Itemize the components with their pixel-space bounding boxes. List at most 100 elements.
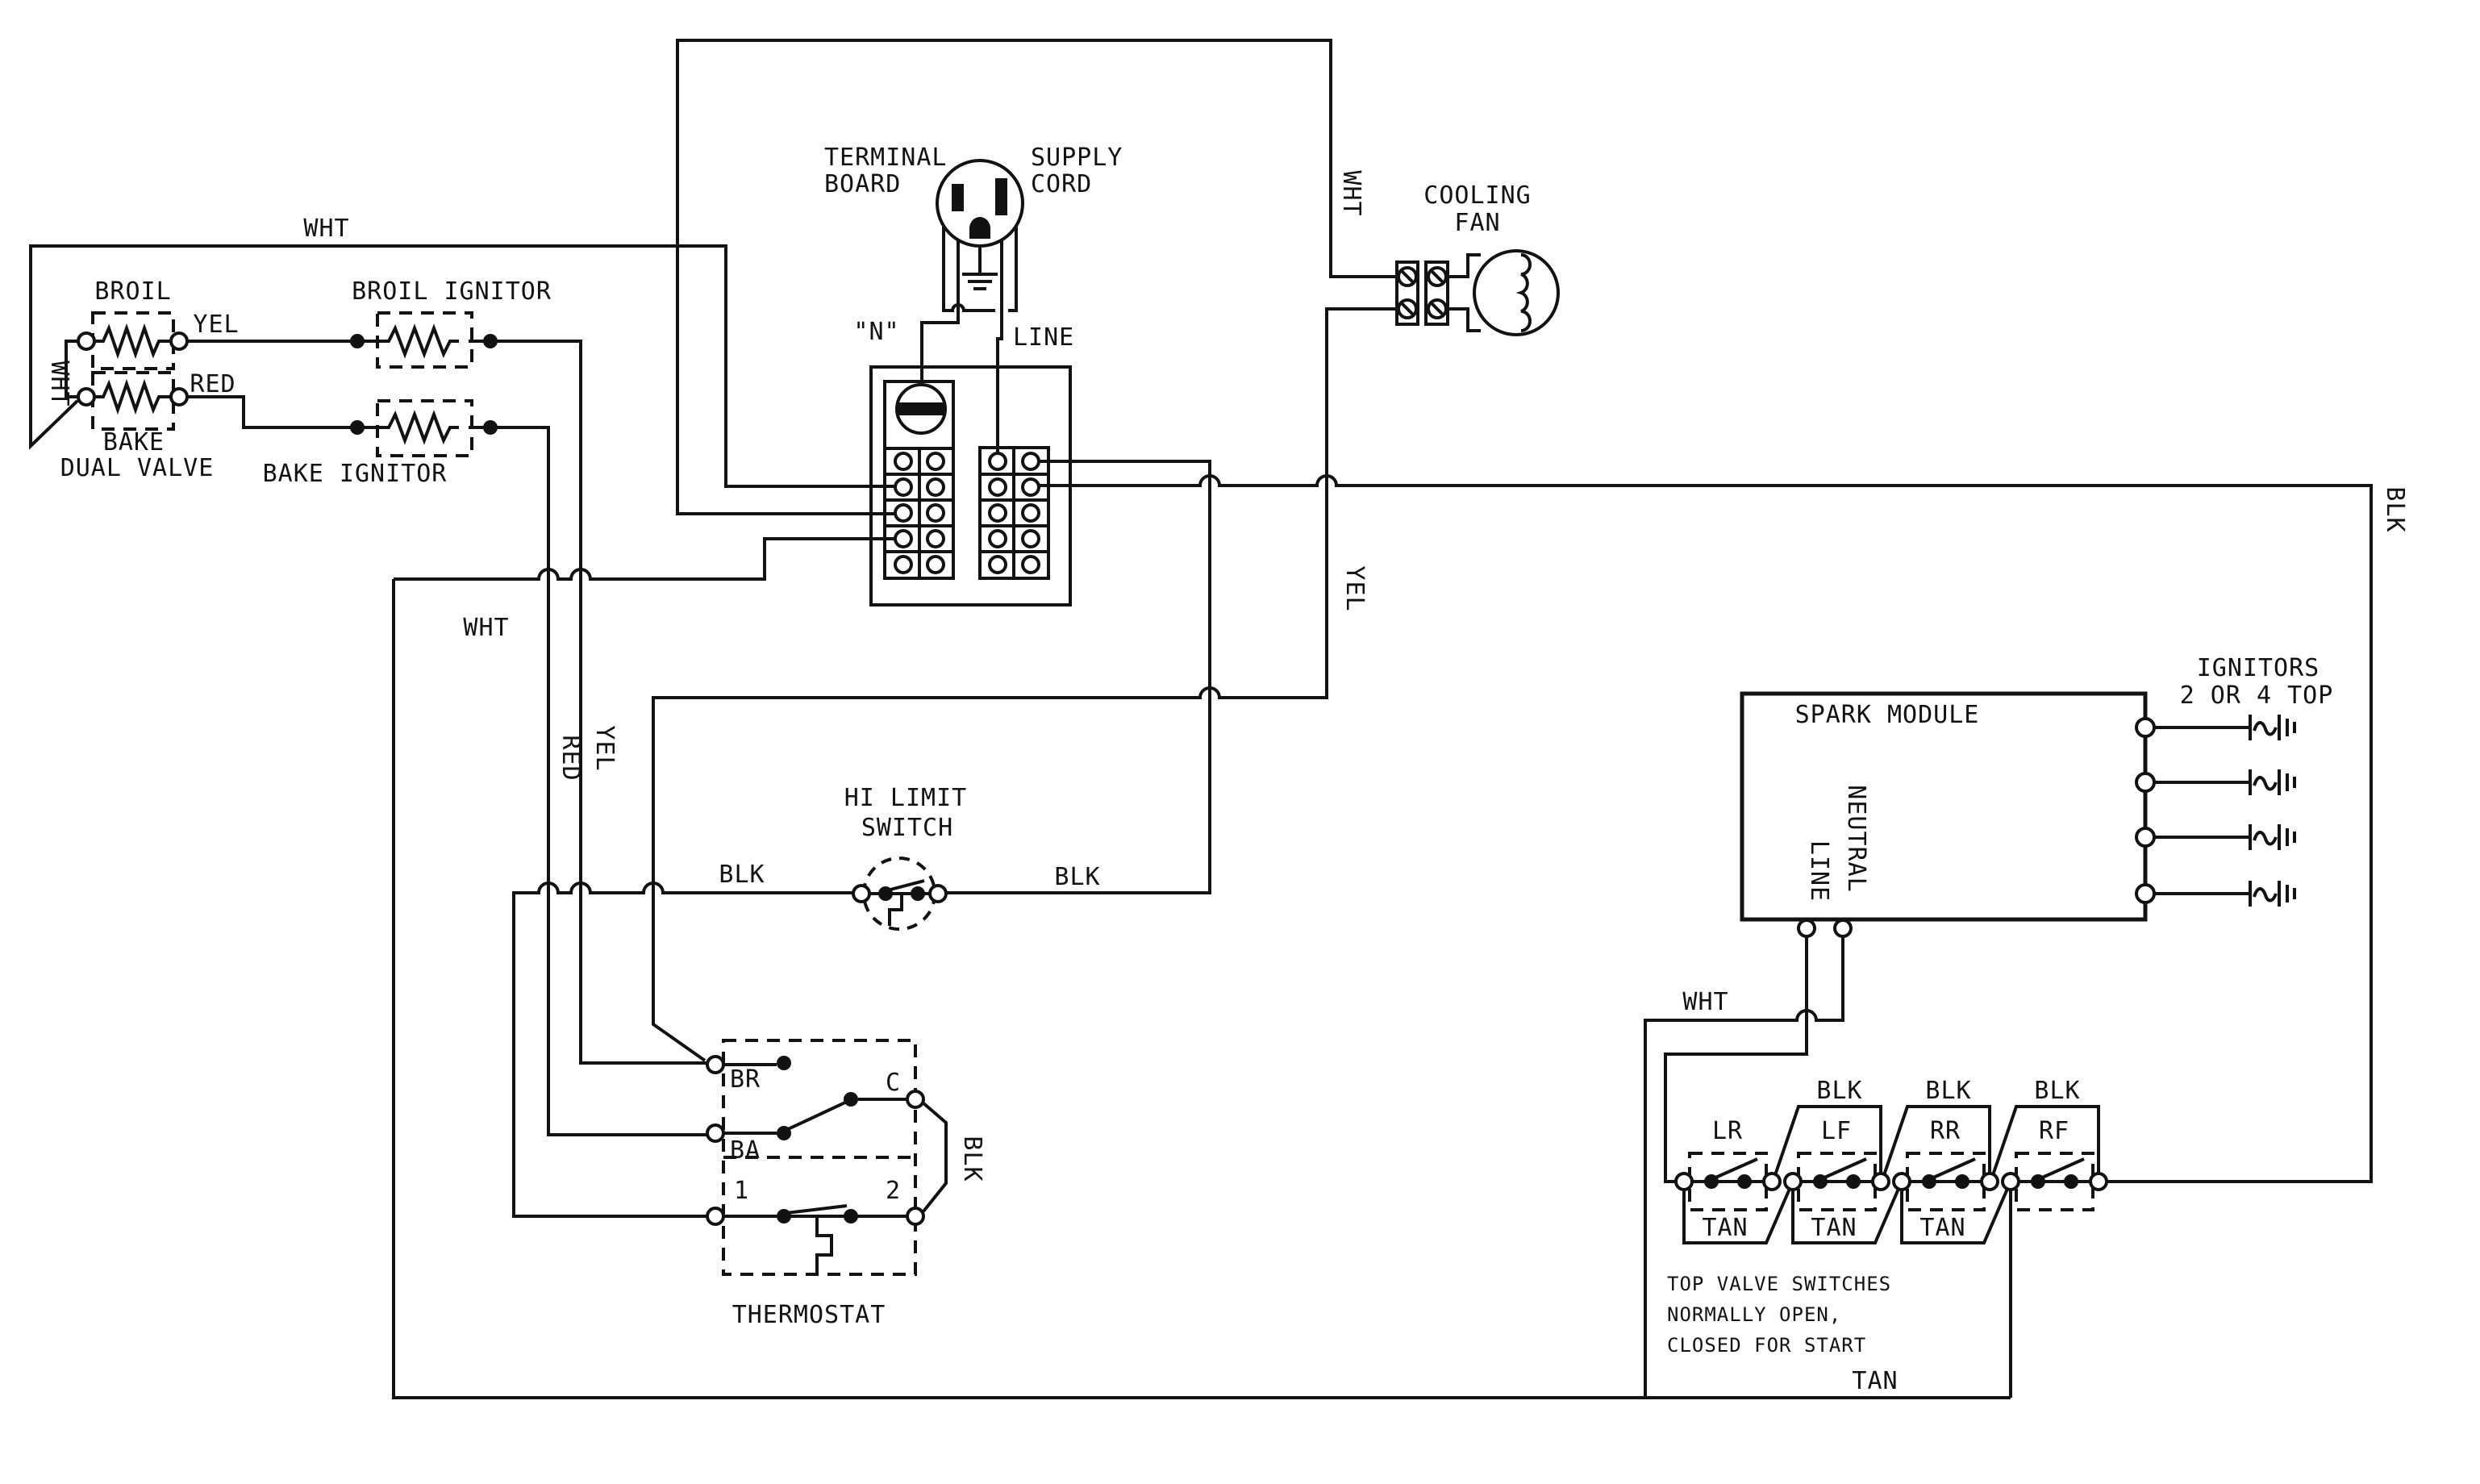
- label-blk-bridge-2: BLK: [1925, 1077, 1971, 1105]
- wire-valve-left-link: [65, 340, 78, 398]
- label-yel-right: YEL: [1340, 565, 1369, 611]
- label-note-2: NORMALLY OPEN,: [1667, 1303, 1841, 1326]
- wire-wht-top: [29, 244, 895, 488]
- hi-limit-switch: [852, 857, 948, 931]
- blk-bridge-rr: [1882, 1105, 1991, 1176]
- label-board: BOARD: [824, 170, 901, 198]
- spark-ignitor-outputs: [2135, 717, 2250, 904]
- label-yel-wire: YEL: [590, 725, 619, 771]
- broil-ignitor-resistor: [381, 323, 459, 359]
- label-tan-bridge-3: TAN: [1919, 1214, 1965, 1242]
- thermostat-c2-link: [921, 1101, 948, 1213]
- wire-wht-bottom-bus: [392, 579, 2011, 1399]
- tan-bridge-rr: [1900, 1188, 2009, 1244]
- terminal-board-outline: [869, 365, 1072, 607]
- fan-winding: [1515, 253, 1532, 332]
- wires: [29, 39, 2373, 1399]
- label-blk-riser: BLK: [2381, 486, 2409, 532]
- tan-bridge-lf: [1791, 1188, 1900, 1244]
- wire-wht-row4: [394, 537, 895, 581]
- label-wht-top: WHT: [303, 215, 349, 243]
- junction-dot: [911, 886, 925, 901]
- broil-resistor: [95, 323, 171, 360]
- label-t2: 2: [886, 1177, 901, 1205]
- terminal-board: [869, 159, 1072, 607]
- label-br: BR: [730, 1065, 761, 1094]
- cooling-fan: [1395, 249, 1560, 336]
- thermostat-box: [722, 1039, 917, 1276]
- wire-yel-fan: [652, 307, 1397, 1062]
- terminal-2: [906, 1207, 925, 1226]
- spark-module-box: [1740, 691, 2148, 922]
- terminal-br: [706, 1055, 725, 1074]
- label-dual-valve: DUAL VALVE: [60, 454, 215, 482]
- terminal: [77, 387, 96, 406]
- terminal: [77, 331, 96, 351]
- label-wht-mid: WHT: [463, 614, 509, 642]
- bake-resistor: [95, 378, 171, 415]
- label-line-sm: LINE: [1805, 840, 1833, 902]
- label-cooling: COOLING: [1423, 181, 1531, 210]
- spark-module: [1740, 691, 2296, 938]
- ignitor-symbol: [2249, 769, 2296, 795]
- label-tan-bottom: TAN: [1852, 1367, 1898, 1395]
- wire-top-loop: [676, 39, 1397, 515]
- label-bake: BAKE: [103, 428, 165, 456]
- label-supply: SUPPLY: [1031, 144, 1123, 172]
- label-hi-limit: HI LIMIT: [844, 784, 968, 812]
- terminal: [169, 331, 189, 351]
- ignitor-symbol: [2249, 881, 2296, 907]
- label-bake-ignitor: BAKE IGNITOR: [263, 460, 448, 488]
- wire-broil-ignitor-out: [469, 340, 707, 1065]
- spark-neutral-terminal: [1833, 919, 1853, 938]
- plug-ground-pin: [969, 217, 990, 239]
- fan-connector-1: [1395, 261, 1419, 326]
- terminal-c: [906, 1090, 925, 1109]
- wire-spark-line: [1664, 936, 1808, 1183]
- label-cord: CORD: [1031, 170, 1092, 198]
- label-blk-bridge-1: BLK: [1816, 1077, 1862, 1105]
- thermostat-actuator: [815, 1216, 833, 1273]
- wire-fan-motor: [1448, 253, 1481, 332]
- label-neutral: NEUTRAL: [1842, 785, 1870, 892]
- spark-line-terminal: [1797, 919, 1816, 938]
- bake-ignitor-box: [376, 399, 473, 457]
- wire-line: [996, 215, 1003, 453]
- label-lf: LF: [1821, 1117, 1852, 1145]
- label-red-wire: RED: [556, 735, 585, 781]
- terminal-1: [706, 1207, 725, 1226]
- wire-blk-right-riser: [1039, 474, 2373, 1183]
- junction-dot: [350, 420, 365, 435]
- label-wht-neutral: WHT: [1682, 988, 1728, 1016]
- label-ignitors-1: IGNITORS: [2197, 654, 2320, 682]
- label-note-3: CLOSED FOR START: [1667, 1334, 1866, 1357]
- plug-line-prong: [995, 178, 1007, 215]
- plug-neutral-prong: [952, 184, 964, 211]
- right-strip-grid: [980, 448, 1048, 578]
- bake-ignitor-resistor: [381, 410, 459, 445]
- label-note-1: TOP VALVE SWITCHES: [1667, 1273, 1891, 1295]
- left-strip-grid: [885, 447, 953, 578]
- label-tan-bridge-1: TAN: [1702, 1214, 1748, 1242]
- label-blk-hl-left: BLK: [719, 861, 765, 889]
- screw-slots: [1400, 269, 1444, 316]
- label-rr: RR: [1930, 1117, 1961, 1145]
- wire-red-bake: [188, 395, 381, 429]
- terminal-ba: [706, 1123, 725, 1143]
- junction-dot: [878, 886, 893, 901]
- label-wht-right: WHT: [1337, 170, 1365, 216]
- label-fan: FAN: [1454, 209, 1500, 237]
- blk-bridge-lf: [1774, 1105, 1882, 1176]
- label-red: RED: [190, 370, 235, 398]
- wire-spark-neutral-wht: [1644, 936, 1844, 1398]
- labels: WHT BROIL BROIL IGNITOR WHT YEL RED BAKE…: [45, 144, 2409, 1395]
- blk-bridge-rf: [1991, 1105, 2100, 1176]
- junction-dot: [483, 334, 498, 348]
- label-terminal: TERMINAL: [824, 144, 948, 172]
- broil-ignitor-box: [376, 311, 473, 369]
- terminal: [169, 387, 189, 406]
- wire-bake-ignitor-out: [469, 426, 707, 1136]
- fan-connector-2: [1424, 261, 1449, 326]
- label-lr: LR: [1712, 1117, 1743, 1145]
